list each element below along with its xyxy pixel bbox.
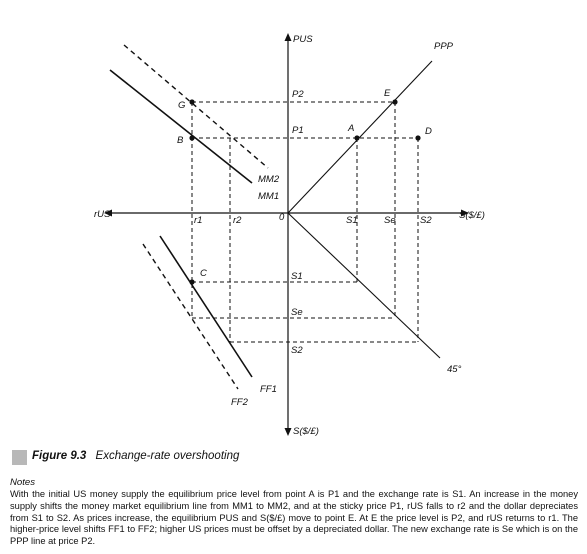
caption-marker (12, 450, 27, 465)
ff1-label: FF1 (260, 384, 277, 395)
point-a (354, 135, 360, 141)
mm1-label: MM1 (258, 191, 279, 202)
ff2-label: FF2 (231, 397, 249, 408)
r1-label: r1 (194, 215, 202, 226)
point-g-label: G (178, 100, 185, 111)
point-g (189, 99, 195, 105)
45-degree-label: 45° (447, 364, 462, 375)
point-b (189, 135, 195, 141)
point-c (189, 279, 195, 285)
ppp-line (287, 60, 433, 214)
mm2-curve (123, 44, 269, 169)
45-degree-line (287, 212, 441, 359)
notes-body: With the initial US money supply the equ… (10, 489, 578, 547)
point-d (415, 135, 421, 141)
point-d-label: D (425, 126, 432, 137)
mm1-curve (109, 69, 253, 184)
r-us-axis-label: rUS (94, 209, 111, 220)
ff2-curve (142, 243, 239, 390)
s2-vertical-label: S2 (291, 345, 303, 356)
se-vertical-label: Se (291, 307, 303, 318)
origin-label: 0 (279, 212, 285, 223)
p1-label: P1 (292, 125, 304, 136)
r2-label: r2 (233, 215, 242, 226)
up-arrow-icon (284, 33, 292, 41)
mm2-label: MM2 (258, 174, 280, 185)
point-e-label: E (384, 88, 391, 99)
se-horizontal-label: Se (384, 215, 396, 226)
point-c-label: C (200, 268, 207, 279)
figure-caption: Figure 9.3 Exchange-rate overshooting (32, 450, 239, 462)
figure-title: Exchange-rate overshooting (95, 450, 240, 462)
p2-label: P2 (292, 89, 304, 100)
s2-horizontal-label: S2 (420, 215, 432, 226)
left-arrow-icon (104, 209, 112, 217)
figure-number: Figure 9.3 (32, 450, 87, 462)
down-arrow-icon (284, 428, 292, 436)
p-us-axis-label: PUS (293, 34, 313, 45)
point-a-label: A (347, 123, 354, 134)
point-e (392, 99, 398, 105)
right-arrow-icon (461, 209, 469, 217)
overshooting-diagram: PUS rUS S($/£) S($/£) 0 PPP MM2 MM1 FF1 … (94, 33, 485, 437)
point-b-label: B (177, 135, 184, 146)
notes-heading: Notes (10, 477, 36, 488)
s-down-axis-label: S($/£) (293, 426, 319, 437)
ff1-curve (159, 235, 253, 378)
s1-vertical-label: S1 (291, 271, 303, 282)
s1-horizontal-label: S1 (346, 215, 358, 226)
ppp-label: PPP (434, 41, 454, 52)
s-right-axis-label: S($/£) (459, 210, 485, 221)
